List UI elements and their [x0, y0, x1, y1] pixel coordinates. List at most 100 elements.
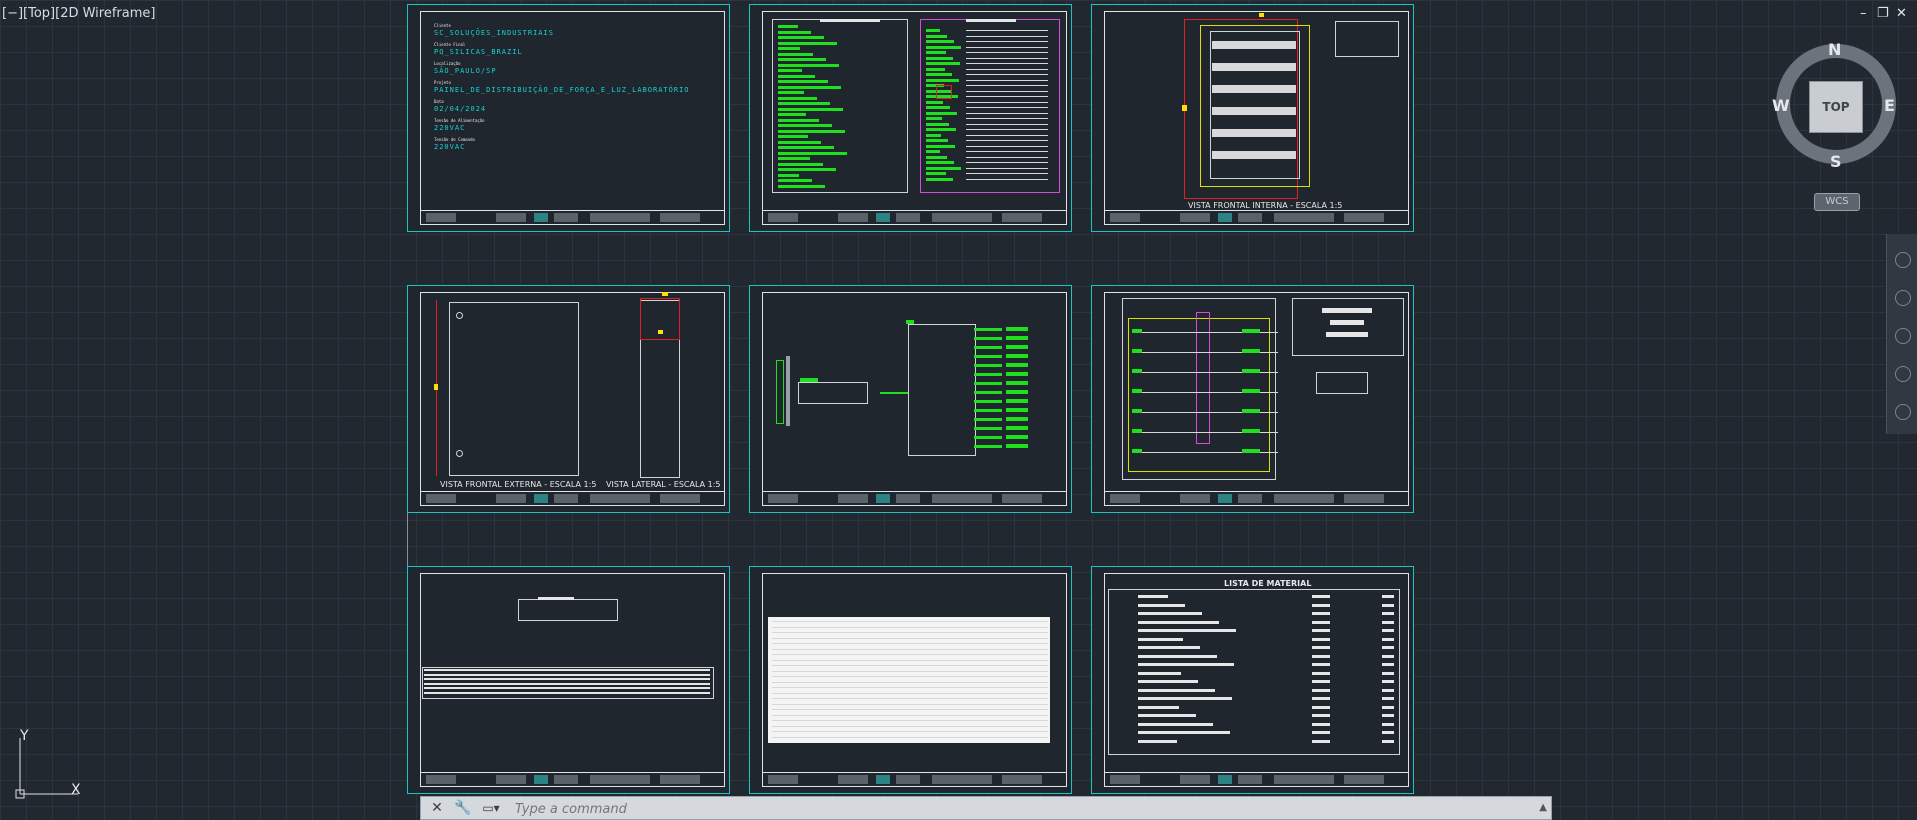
sheet-wiring-diagram[interactable] [1091, 285, 1414, 513]
sheet-cable-table[interactable] [407, 566, 730, 794]
sheet-front-internal[interactable]: VISTA FRONTAL INTERNA - ESCALA 1:5 [1091, 4, 1414, 232]
sheet-frame [762, 11, 1067, 225]
branch-wire [974, 346, 1002, 349]
cable-table-frame [422, 667, 714, 699]
command-input[interactable] [513, 798, 1517, 820]
navigation-bar[interactable] [1886, 234, 1917, 434]
wrench-icon[interactable]: 🔧 [454, 800, 472, 816]
legend-entry [778, 184, 825, 188]
compass-east[interactable]: E [1884, 96, 1895, 115]
legend-entry [926, 144, 955, 148]
material-desc [1138, 595, 1168, 598]
compass-south[interactable]: S [1830, 152, 1842, 171]
sheet-sizing-report[interactable] [749, 566, 1072, 794]
field-label: Tensão de Comando [434, 137, 475, 142]
legend-entry [778, 96, 817, 100]
report-rule [772, 714, 1048, 716]
material-desc [1138, 739, 1177, 743]
close-icon[interactable]: ✕ [431, 800, 443, 816]
compass-west[interactable]: W [1772, 96, 1790, 115]
wiring-row [1138, 452, 1278, 453]
legend-entry [926, 166, 961, 170]
legend-entry [926, 51, 946, 54]
material-qty [1312, 612, 1330, 615]
legend-rule [966, 140, 1048, 141]
legend-entry [778, 30, 811, 34]
legend-entry [778, 113, 806, 116]
restore-icon[interactable]: ❐ [1877, 6, 1889, 21]
field-value: PQ_SILICAS_BRAZIL [434, 48, 523, 56]
cable-table-row [424, 691, 710, 694]
legend-entry [926, 117, 942, 120]
material-qty [1312, 646, 1330, 649]
legend-entry [778, 107, 843, 111]
legend-rule [966, 96, 1048, 97]
material-unit [1382, 671, 1394, 675]
title-block [1104, 210, 1409, 225]
sheet-legend[interactable] [749, 4, 1072, 232]
sheet-frame [420, 292, 725, 506]
material-unit [1382, 637, 1394, 641]
wcs-menu[interactable]: WCS [1814, 193, 1860, 211]
branch-label [1006, 372, 1028, 376]
material-unit [1382, 629, 1394, 632]
field-label: Tensão de Alimentação [434, 118, 485, 123]
legend-entry [926, 40, 954, 43]
report-rule [772, 648, 1048, 650]
material-desc [1138, 722, 1213, 726]
showmotion-icon[interactable] [1895, 404, 1911, 420]
title-block [420, 491, 725, 506]
cable-table-row [424, 678, 710, 680]
terminal-label [1132, 449, 1142, 453]
report-rule [772, 720, 1048, 721]
viewcube-top-face[interactable]: TOP [1809, 81, 1863, 133]
caption-front-external: VISTA FRONTAL EXTERNA - ESCALA 1:5 [440, 480, 597, 489]
close-viewport-icon[interactable]: ✕ [1896, 6, 1907, 21]
legend-entry [778, 69, 802, 72]
legend-entry [778, 129, 845, 133]
field-label: Data [434, 99, 444, 104]
zoom-icon[interactable] [1895, 328, 1911, 344]
branch-wire [974, 382, 1002, 385]
title-block [762, 210, 1067, 225]
legend-entry [778, 135, 808, 138]
field-value: SÃO_PAULO/SP [434, 67, 497, 75]
pan-icon[interactable] [1895, 290, 1911, 306]
steering-wheel-icon[interactable] [1895, 252, 1911, 268]
material-desc [1138, 688, 1215, 692]
chevron-up-icon[interactable]: ▲ [1539, 802, 1547, 813]
material-unit [1382, 663, 1394, 666]
command-line[interactable]: ✕ 🔧 ▭▾ ▲ [420, 796, 1552, 820]
legend-entry [778, 91, 804, 94]
sheet-external-views[interactable]: VISTA FRONTAL EXTERNA - ESCALA 1:5 VISTA… [407, 285, 730, 513]
legend-rule [966, 173, 1048, 174]
material-unit [1382, 612, 1394, 615]
material-desc [1138, 612, 1202, 615]
legend-entry [926, 56, 953, 60]
legend-rule [966, 63, 1048, 64]
cable-table-row [424, 673, 710, 676]
legend-entry [778, 80, 828, 83]
material-unit [1382, 646, 1394, 649]
sheet-material-list[interactable]: LISTA DE MATERIAL [1091, 566, 1414, 794]
branch-wire [974, 373, 1002, 376]
report-rule [772, 643, 1048, 644]
report-rule [772, 731, 1048, 732]
sheet-single-line-diagram[interactable] [749, 285, 1072, 513]
material-unit [1382, 595, 1394, 598]
viewport-label[interactable]: [−][Top][2D Wireframe] [2, 6, 156, 21]
field-label: Cliente Final [434, 42, 466, 47]
orbit-icon[interactable] [1895, 366, 1911, 382]
material-desc [1138, 620, 1219, 624]
terminal-label [1132, 409, 1142, 413]
legend-rule [966, 167, 1048, 169]
title-block [420, 210, 725, 225]
legend-entry [926, 34, 947, 38]
minimize-icon[interactable]: – [1860, 6, 1867, 21]
command-prompt-icon[interactable]: ▭▾ [482, 801, 500, 815]
compass-north[interactable]: N [1828, 40, 1842, 59]
material-desc [1138, 654, 1217, 658]
legend-rule [966, 112, 1048, 114]
